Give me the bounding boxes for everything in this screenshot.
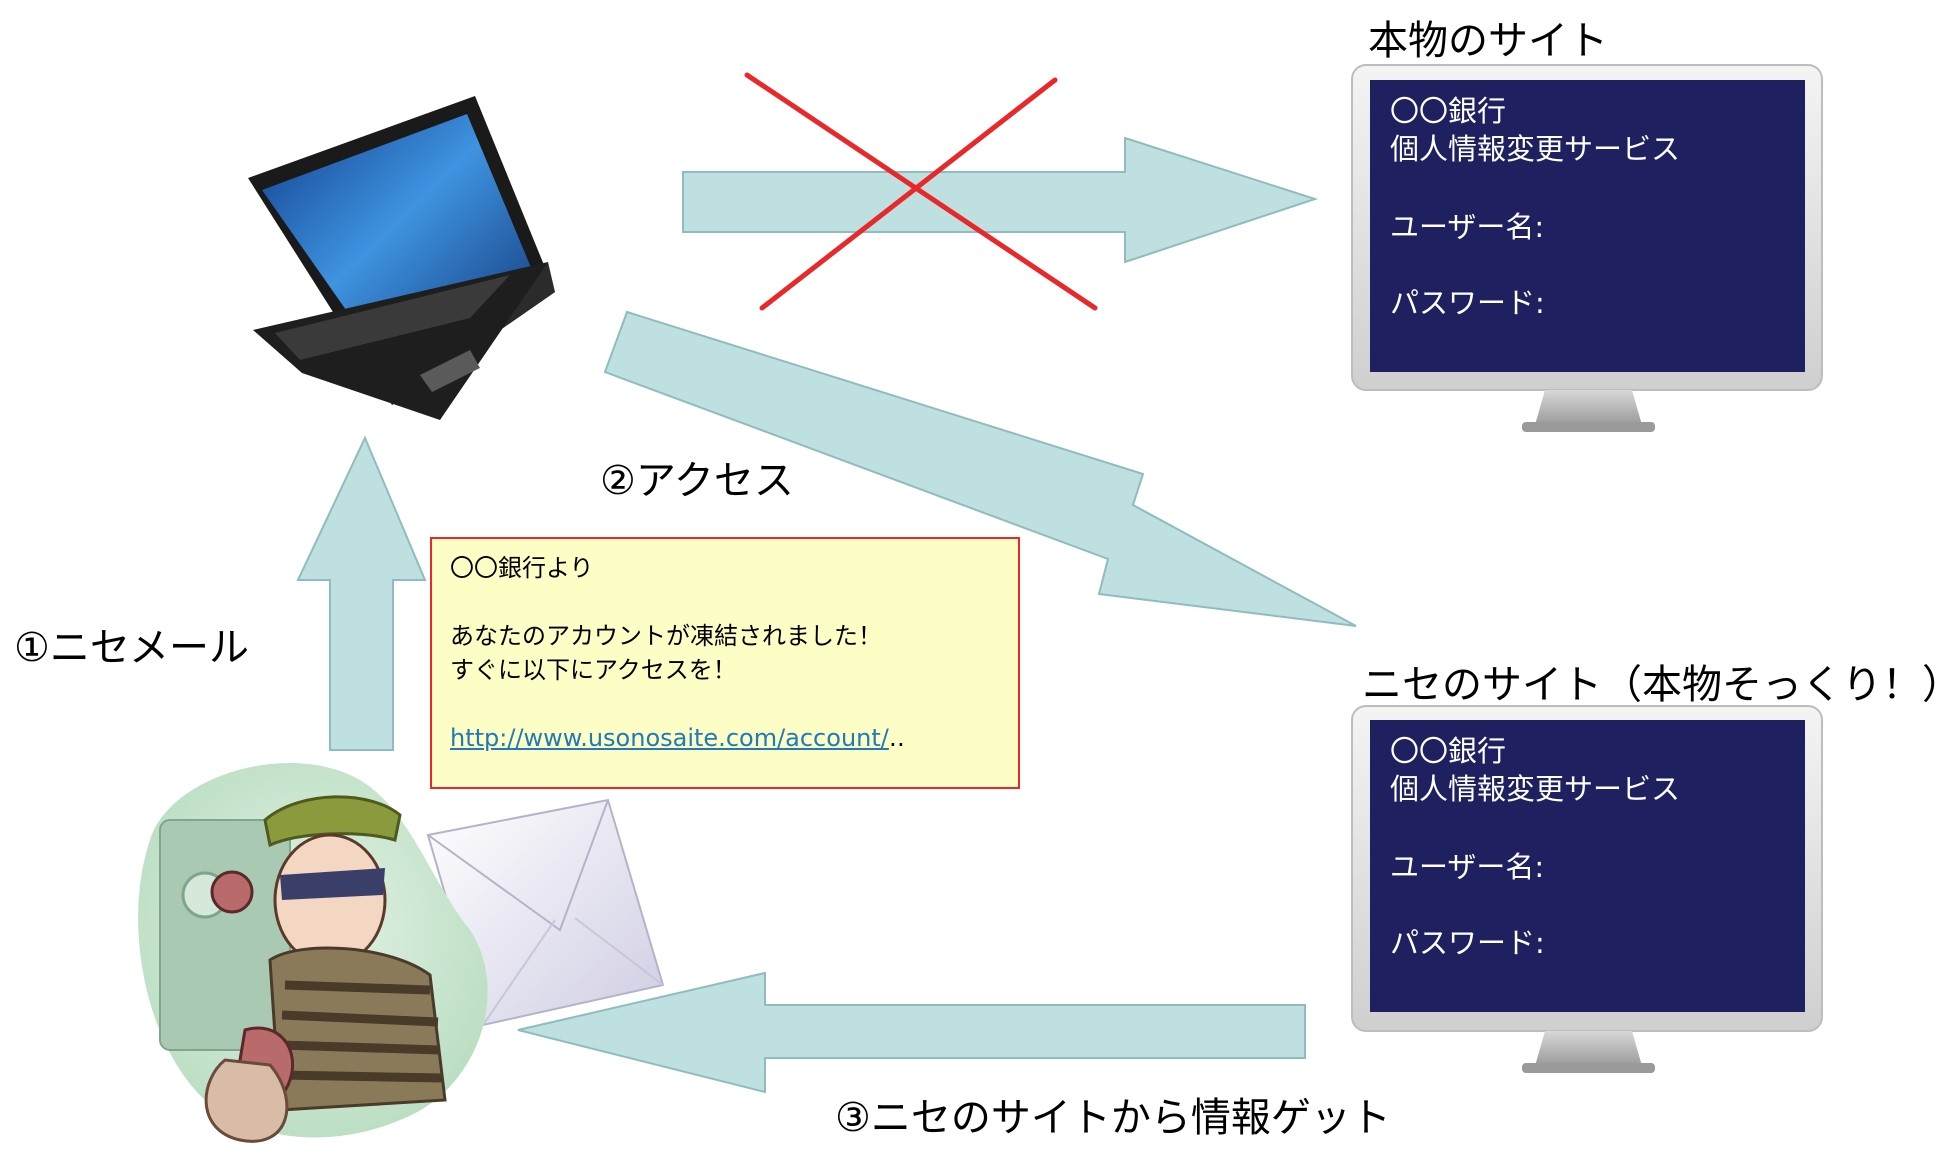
real-screen-password: パスワード: (1390, 286, 1545, 320)
envelope-icon (426, 798, 665, 1027)
arrow-phishing-mail (296, 435, 427, 751)
email-link-suffix: ‥ (888, 724, 905, 752)
step2-label: ②アクセス (600, 458, 794, 504)
fake-site-label: ニセのサイト（本物そっくり！） (1362, 662, 1959, 708)
email-from: 〇〇銀行より (450, 554, 594, 582)
arrow-to-real-site (682, 136, 1319, 264)
real-screen-bank: 〇〇銀行 (1390, 94, 1507, 128)
monitor-icon-real (1351, 64, 1823, 432)
fake-screen-service: 個人情報変更サービス (1390, 772, 1681, 806)
step3-label: ③ニセのサイトから情報ゲット (835, 1095, 1391, 1141)
email-line1: あなたのアカウントが凍結されました！ (450, 622, 882, 650)
fake-screen-username: ユーザー名: (1390, 850, 1545, 884)
thief-icon (138, 763, 488, 1143)
laptop-icon (248, 96, 555, 420)
real-site-label: 本物のサイト (1368, 18, 1608, 64)
real-screen-service: 個人情報変更サービス (1390, 132, 1681, 166)
cross-mark (744, 72, 1098, 311)
arrow-info-stolen (517, 971, 1306, 1094)
arrow-to-fake-site (603, 310, 1357, 627)
email-link[interactable]: http://www.usonosaite.com/account/ (450, 724, 889, 752)
email-line2: すぐに以下にアクセスを！ (450, 656, 737, 684)
step1-label: ①ニセメール (14, 625, 250, 671)
email-link-row: http://www.usonosaite.com/account/‥ (450, 721, 1000, 755)
fake-screen-bank: 〇〇銀行 (1390, 734, 1507, 768)
fake-screen-password: パスワード: (1390, 926, 1545, 960)
phishing-email-box: 〇〇銀行より あなたのアカウントが凍結されました！ すぐに以下にアクセスを！ h… (430, 537, 1020, 789)
monitor-icon-fake (1351, 705, 1823, 1073)
real-screen-username: ユーザー名: (1390, 210, 1545, 244)
